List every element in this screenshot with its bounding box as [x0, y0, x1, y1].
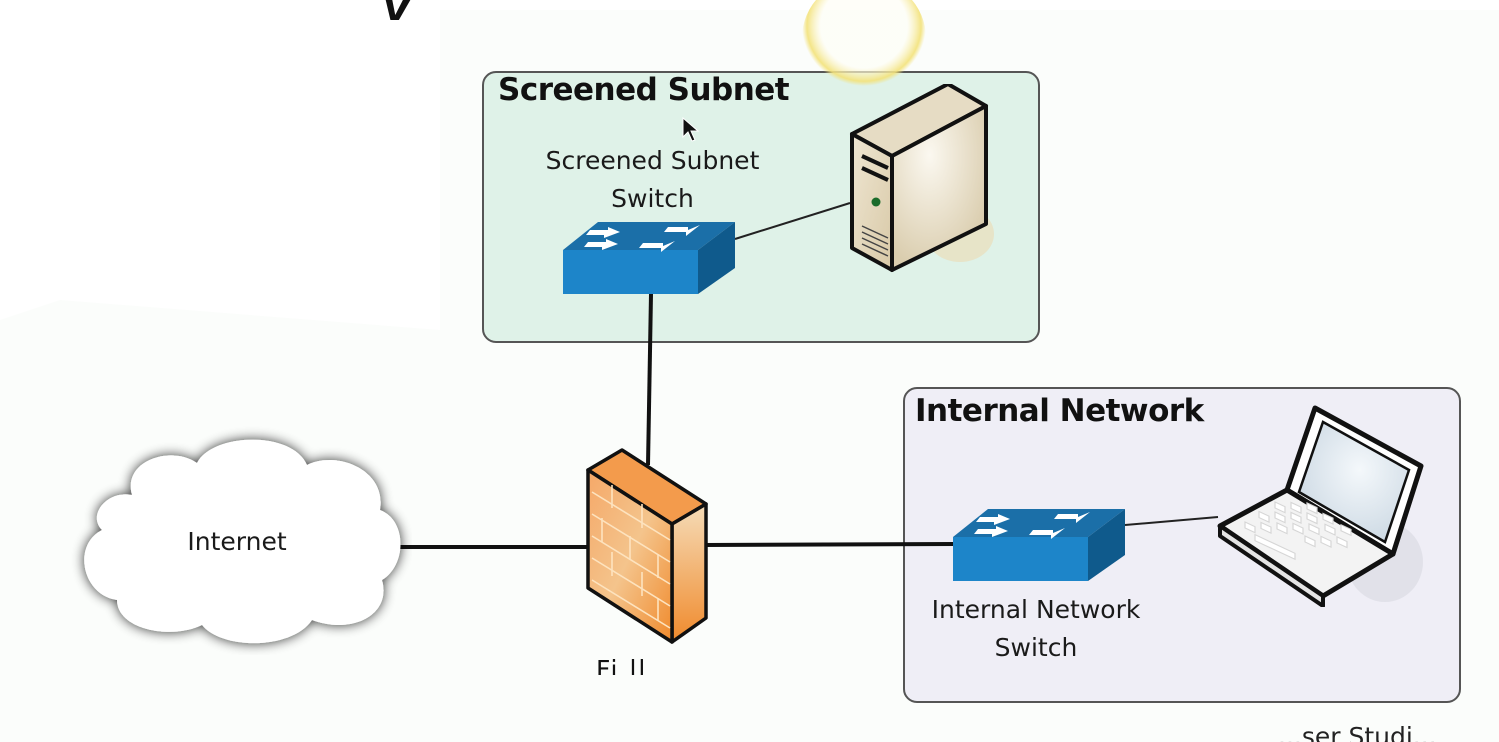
mouse-cursor-icon: [682, 117, 700, 142]
internal-switch-label-line1: Internal Network: [931, 595, 1141, 624]
dmz-switch-label: Screened Subnet Switch: [520, 142, 785, 218]
internal-switch-label-line2: Switch: [994, 633, 1078, 662]
internal-switch-icon[interactable]: [950, 505, 1130, 585]
firewall-label-partial: Fi ll: [596, 655, 648, 675]
link-firewall-dmz-switch: [646, 293, 653, 466]
internet-cloud-icon[interactable]: [62, 425, 412, 655]
internet-label: Internet: [187, 527, 287, 556]
dmz-switch-label-line2: Switch: [611, 184, 694, 213]
cursor-highlight-ring: [802, 0, 926, 98]
internal-switch-label: Internal Network Switch: [905, 591, 1167, 667]
link-internal-switch-laptop: [1124, 516, 1219, 526]
link-dmz-switch-server: [734, 202, 851, 240]
laptop-icon[interactable]: [1215, 402, 1430, 607]
screened-subnet-title: Screened Subnet: [498, 72, 790, 108]
dmz-switch-icon[interactable]: [560, 218, 740, 298]
link-firewall-internal-switch: [704, 542, 956, 547]
dmz-switch-label-line1: Screened Subnet: [545, 146, 760, 175]
server-icon[interactable]: [840, 84, 1000, 274]
partial-title-text: y: [383, 0, 463, 20]
firewall-icon[interactable]: [582, 448, 712, 648]
watermark-fragment: ...ser Studi...: [1278, 722, 1437, 742]
internal-network-title: Internal Network: [915, 393, 1204, 429]
